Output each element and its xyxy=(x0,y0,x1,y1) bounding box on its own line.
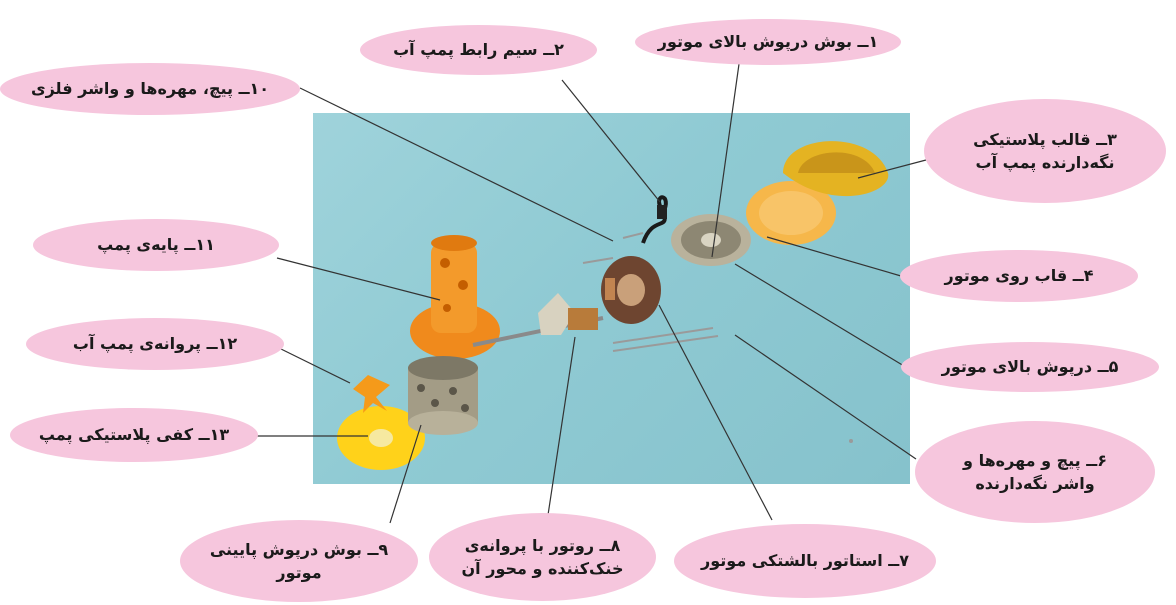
label-13-text: ۱۳ــ کفی پلاستیکی پمپ xyxy=(38,425,230,445)
label-7-text: ۷ــ استاتور بالشتکی موتور xyxy=(701,551,909,571)
label-12-pump-impeller: ۱۲ــ پروانه‌ی پمپ آب xyxy=(26,318,284,370)
label-4-text: ۴ــ قاب روی موتور xyxy=(944,266,1094,286)
label-3-line2: نگه‌دارنده پمپ آب xyxy=(975,153,1115,172)
label-3-line1: ۳ــ قالب پلاستیکی xyxy=(973,129,1117,149)
label-12-text: ۱۲ــ پروانه‌ی پمپ آب xyxy=(72,334,238,354)
label-3-plastic-holder: ۳ــ قالب پلاستیکی نگه‌دارنده پمپ آب xyxy=(924,99,1166,203)
lower-cover-bushing xyxy=(408,356,478,435)
label-6-screws-washers: ۶ــ پیچ و مهره‌ها و واشر نگه‌دارنده xyxy=(915,421,1155,523)
label-8-line2: خنک‌کننده و محور آن xyxy=(461,559,624,578)
motor-stator xyxy=(601,256,661,324)
label-9-line1: ۹ــ بوش درپوش پایینی xyxy=(209,539,389,559)
label-13-base-plate: ۱۳ــ کفی پلاستیکی پمپ xyxy=(10,408,258,462)
pump-base xyxy=(410,235,500,359)
motor-cover xyxy=(746,181,836,245)
rotor-assembly xyxy=(472,293,604,347)
label-10-text: ۱۰ــ پیچ، مهره‌ها و واشر فلزی xyxy=(30,79,270,99)
label-8-line1: ۸ــ روتور با پروانه‌ی xyxy=(464,535,621,555)
pump-impeller xyxy=(353,375,390,413)
label-5-upper-cover: ۵ــ درپوش بالای موتور xyxy=(901,342,1159,392)
label-1-upper-cover-bushing: ۱ــ بوش درپوش بالای موتور xyxy=(635,19,901,65)
label-9-line2: موتور xyxy=(276,563,322,582)
plastic-holder xyxy=(783,141,889,197)
pump-parts-photo xyxy=(313,113,910,484)
label-5-text: ۵ــ درپوش بالای موتور xyxy=(941,357,1119,377)
label-9-lower-bushing: ۹ــ بوش درپوش پایینی موتور xyxy=(180,520,418,602)
label-8-rotor: ۸ــ روتور با پروانه‌ی خنک‌کننده و محور آ… xyxy=(429,513,656,601)
label-2-connection-wire: ۲ــ سیم رابط پمپ آب xyxy=(360,25,597,75)
label-2-text: ۲ــ سیم رابط پمپ آب xyxy=(393,40,564,60)
label-11-text: ۱۱ــ پایه‌ی پمپ xyxy=(97,235,215,255)
label-7-stator: ۷ــ استاتور بالشتکی موتور xyxy=(674,524,936,598)
label-10-screws-nuts: ۱۰ــ پیچ، مهره‌ها و واشر فلزی xyxy=(0,63,300,115)
upper-cover xyxy=(671,214,751,266)
label-6-line2: واشر نگه‌دارنده xyxy=(975,474,1095,493)
label-6-line1: ۶ــ پیچ و مهره‌ها و xyxy=(963,450,1107,470)
label-1-text: ۱ــ بوش درپوش بالای موتور xyxy=(657,32,879,52)
connection-wire xyxy=(641,195,668,244)
label-11-pump-base: ۱۱ــ پایه‌ی پمپ xyxy=(33,219,279,271)
pump-parts-illustration xyxy=(337,141,889,470)
label-4-motor-cover: ۴ــ قاب روی موتور xyxy=(900,250,1138,302)
